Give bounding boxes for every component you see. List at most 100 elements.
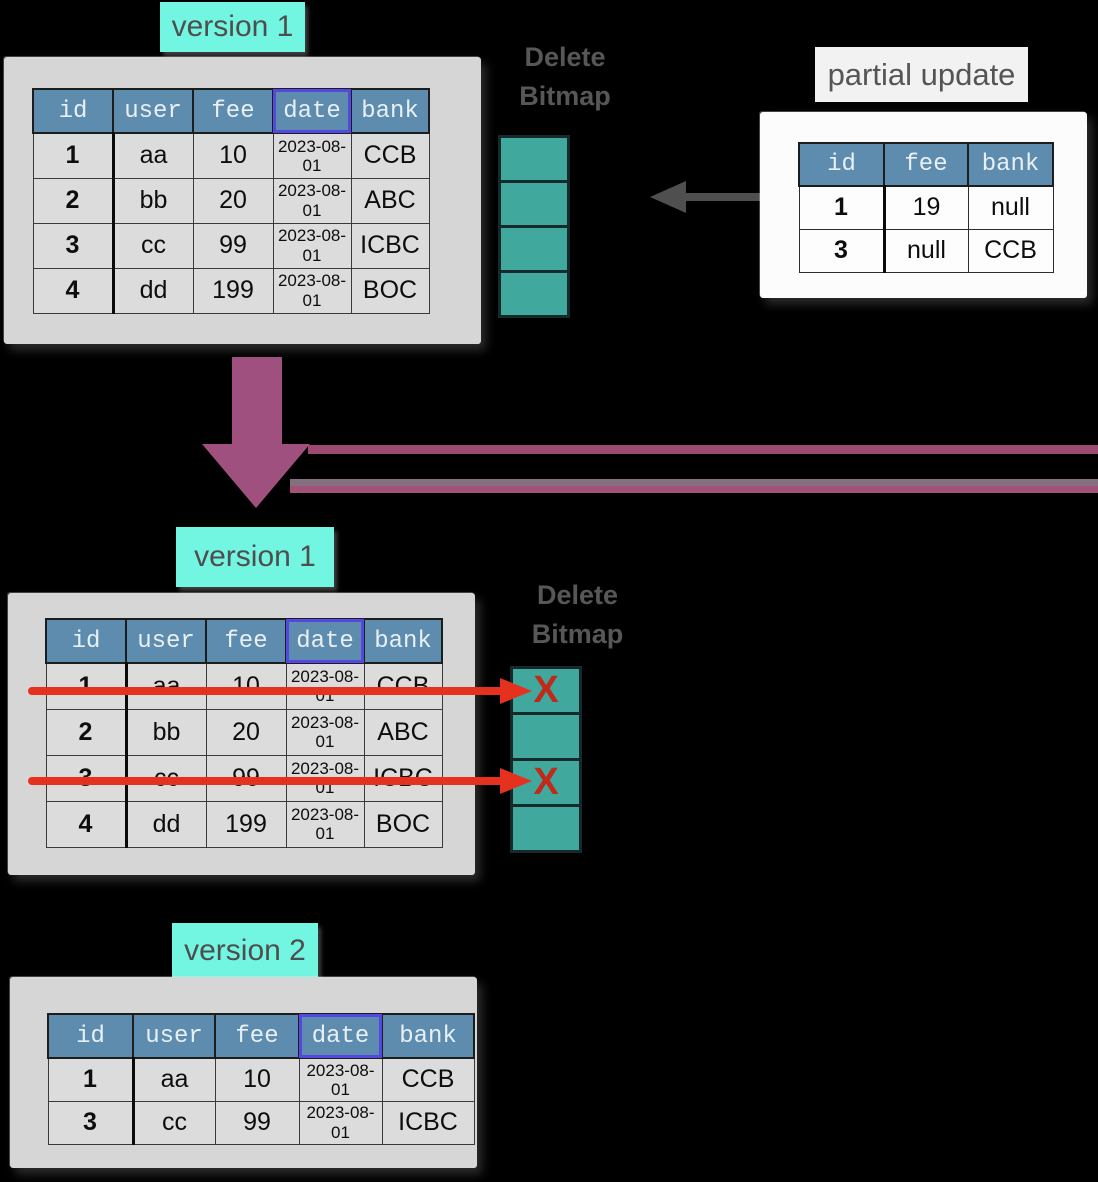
table-cell: dd (125, 800, 207, 848)
table-cell: aa (125, 662, 207, 710)
table-cell: 1 (798, 185, 886, 230)
delete-bitmap-top (498, 135, 570, 318)
version2-label: version 2 (172, 923, 318, 979)
strikethrough-row3-arrow-icon (500, 768, 532, 794)
column-header-id: id (47, 1013, 134, 1059)
table-cell: aa (132, 1057, 216, 1102)
bitmap-cell (501, 183, 567, 228)
bitmap-cell (501, 138, 567, 183)
table-cell: bb (125, 708, 207, 756)
delete-bitmap-top-label: Delete Bitmap (519, 42, 611, 111)
table-cell: 2 (45, 708, 128, 756)
table-cell: 2023-08-01 (298, 1057, 383, 1102)
column-header-id: id (45, 618, 127, 664)
table-cell: 19 (883, 185, 969, 230)
merge-arrow-down-head-icon (202, 444, 310, 508)
table-cell: null (967, 185, 1054, 230)
table-row: 1 19 null (798, 185, 1054, 230)
table-row: 2 bb 20 2023-08-01 ABC (45, 708, 443, 756)
column-header-bank: bank (381, 1013, 475, 1059)
magenta-flow-line (308, 445, 1098, 454)
bitmap-cell (501, 273, 567, 315)
table-cell: 99 (214, 1100, 300, 1145)
table-row: 4 dd 199 2023-08-01 BOC (32, 267, 430, 314)
column-header-fee: fee (883, 142, 969, 187)
table-cell: 2023-08-01 (285, 708, 365, 756)
table-row: 4 dd 199 2023-08-01 BOC (45, 800, 443, 848)
bitmap-cell (513, 715, 579, 761)
table-header-row: id fee bank (798, 142, 1054, 187)
table-row: 1 aa 10 2023-08-01 CCB (47, 1057, 475, 1102)
table-row: 2 bb 20 2023-08-01 ABC (32, 177, 430, 224)
table-cell: aa (112, 132, 194, 179)
column-header-bank: bank (967, 142, 1054, 187)
table-cell: 4 (32, 267, 115, 314)
table-header-row: id user fee date bank (32, 88, 430, 134)
version2-table: id user fee date bank 1 aa 10 2023-08-01… (47, 1013, 475, 1145)
table-cell: 4 (45, 800, 128, 848)
table-row: 3 cc 99 2023-08-01 ICBC (47, 1100, 475, 1145)
table-cell: BOC (363, 800, 443, 848)
version1-top-label: version 1 (160, 2, 305, 52)
table-cell: CCB (363, 662, 443, 710)
column-header-id: id (32, 88, 114, 134)
column-header-user: user (132, 1013, 216, 1059)
table-cell: 2023-08-01 (285, 662, 365, 710)
table-cell: ICBC (350, 222, 430, 269)
table-cell: 2023-08-01 (272, 177, 352, 224)
table-cell: 199 (205, 800, 287, 848)
table-header-row: id user fee date bank (47, 1013, 475, 1059)
version1-table-top: id user fee date bank 1 aa 10 2023-08-01… (32, 88, 430, 314)
strikethrough-row1-arrow-icon (500, 678, 532, 704)
table-cell: BOC (350, 267, 430, 314)
column-header-fee: fee (192, 88, 274, 134)
column-header-user: user (125, 618, 207, 664)
column-header-fee: fee (214, 1013, 300, 1059)
partial-update-label: partial update (815, 47, 1028, 102)
column-header-date: date (298, 1013, 383, 1059)
x-mark: X (533, 761, 559, 803)
merge-arrow-down-icon (232, 357, 282, 445)
strikethrough-row1 (28, 687, 504, 695)
table-cell: cc (132, 1100, 216, 1145)
table-cell: 2023-08-01 (272, 267, 352, 314)
table-cell: ABC (350, 177, 430, 224)
table-cell: 3 (798, 228, 886, 273)
bitmap-cell (501, 228, 567, 273)
table-cell: 10 (192, 132, 274, 179)
table-cell: 2023-08-01 (285, 800, 365, 848)
table-row: 3 null CCB (798, 228, 1054, 273)
table-cell: 2023-08-01 (272, 132, 352, 179)
strikethrough-row3 (28, 777, 504, 785)
column-header-date: date (272, 88, 352, 134)
column-header-date: date (285, 618, 365, 664)
table-cell: 10 (214, 1057, 300, 1102)
table-row: 3 cc 99 2023-08-01 ICBC (32, 222, 430, 269)
table-cell: 20 (192, 177, 274, 224)
table-cell: CCB (381, 1057, 475, 1102)
table-cell: 3 (47, 1100, 135, 1145)
column-header-user: user (112, 88, 194, 134)
table-cell: 1 (47, 1057, 135, 1102)
table-cell: null (883, 228, 969, 273)
table-cell: ICBC (381, 1100, 475, 1145)
table-header-row: id user fee date bank (45, 618, 443, 664)
table-cell: bb (112, 177, 194, 224)
table-cell: 2023-08-01 (272, 222, 352, 269)
table-cell: cc (112, 222, 194, 269)
table-cell: 2023-08-01 (298, 1100, 383, 1145)
table-cell: 99 (192, 222, 274, 269)
table-cell: CCB (350, 132, 430, 179)
table-row: 1 aa 10 2023-08-01 CCB (32, 132, 430, 179)
magenta-flow-line (290, 479, 1098, 493)
table-cell: dd (112, 267, 194, 314)
apply-arrow-left-head-icon (650, 181, 686, 213)
column-header-bank: bank (350, 88, 430, 134)
version1-mid-label: version 1 (176, 527, 334, 587)
table-cell: 1 (45, 662, 128, 710)
table-cell: 3 (32, 222, 115, 269)
version1-table-mid: id user fee date bank 1 aa 10 2023-08-01… (45, 618, 443, 848)
x-mark: X (533, 669, 559, 711)
table-cell: CCB (967, 228, 1054, 273)
